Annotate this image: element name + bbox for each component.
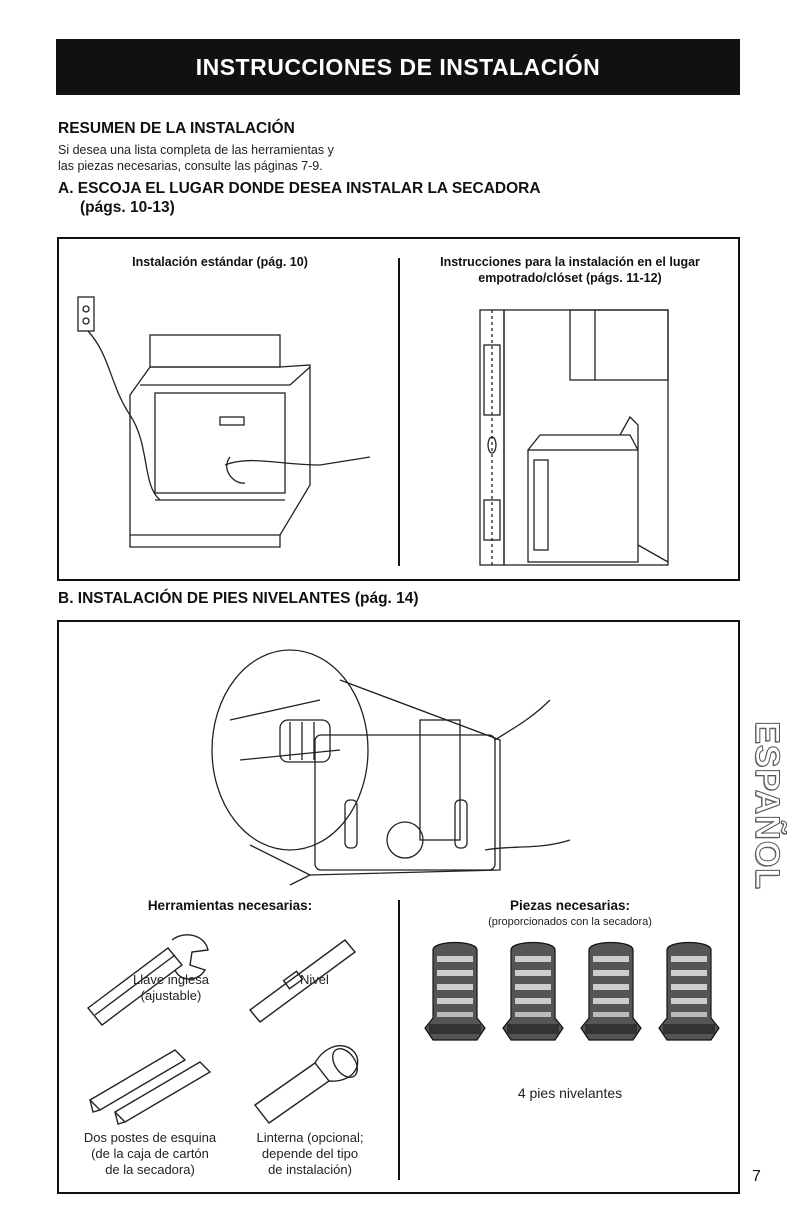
summary-text-line2: las piezas necesarias, consulte las pági… [58,159,323,173]
page-banner: INSTRUCCIONES DE INSTALACIÓN [56,39,740,95]
side-language-tab: ESPAÑOL [742,700,790,910]
section-a-pages: (págs. 10-13) [80,199,175,216]
tool-posts-label-line2: (de la caja de cartón [91,1146,209,1161]
section-b-box [57,620,740,1194]
parts-heading: Piezas necesarias: [509,898,631,913]
closet-install-caption-line2: empotrado/clóset (págs. 11-12) [478,271,662,285]
leveling-foot-2 [502,941,564,1041]
leveling-foot-3 [580,941,642,1041]
side-language-text: ESPAÑOL [747,720,786,890]
level-icon [248,939,357,1023]
tool-wrench-label-line1: Llave inglesa [133,972,209,987]
parts-subheading: (proporcionados con la secadora) [488,916,652,928]
tool-posts-label-line3: de la secadora) [105,1162,195,1177]
page-number: 7 [752,1168,761,1185]
leveling-foot-4 [658,941,720,1041]
section-a-divider [398,258,400,566]
standard-install-illustration [77,296,371,548]
corner-posts-icon [88,1049,212,1125]
tool-posts-label-line1: Dos postes de esquina [83,1130,217,1145]
tool-level-label: Nivel [300,972,329,987]
closet-install-caption-line1: Instrucciones para la instalación en el … [440,255,700,269]
tool-flashlight-label-line1: Linterna (opcional; [256,1130,364,1145]
leveling-feet-parts [424,941,720,1041]
section-b-divider [398,900,400,1180]
page-title: INSTRUCCIONES DE INSTALACIÓN [195,53,601,80]
tool-flashlight-label-line3: de instalación) [268,1162,352,1177]
parts-feet-label: 4 pies nivelantes [517,1085,623,1101]
flashlight-icon [253,1045,359,1124]
leveling-foot-1 [424,941,486,1041]
closet-install-illustration [479,309,669,566]
section-b-heading: B. INSTALACIÓN DE PIES NIVELANTES (pág. … [58,590,419,607]
tool-wrench-label-line2: (ajustable) [140,988,202,1003]
tools-heading: Herramientas necesarias: [147,898,313,913]
summary-text-line1: Si desea una lista completa de las herra… [58,143,334,157]
standard-install-caption: Instalación estándar (pág. 10) [132,255,308,269]
tool-flashlight-label-line2: depende del tipo [261,1146,359,1161]
wrench-icon [86,934,209,1026]
summary-heading: RESUMEN DE LA INSTALACIÓN [58,120,295,137]
section-a-box [57,237,740,581]
leveling-feet-illustration [211,649,571,886]
section-a-heading: A. ESCOJA EL LUGAR DONDE DESEA INSTALAR … [58,180,541,197]
